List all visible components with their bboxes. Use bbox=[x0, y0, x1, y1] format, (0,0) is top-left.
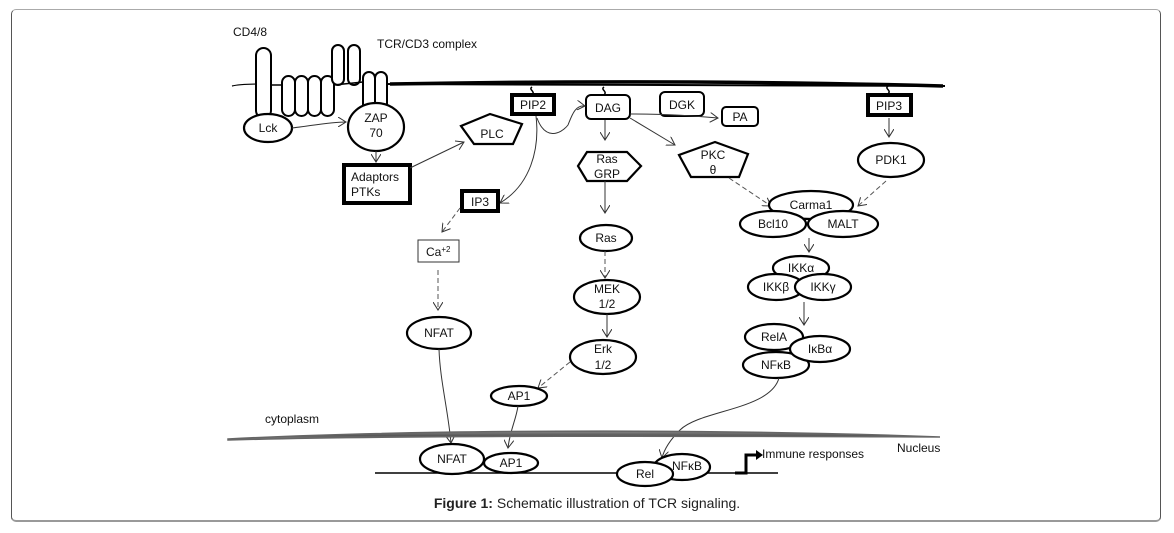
figure-caption: Figure 1: Schematic illustration of TCR … bbox=[0, 495, 1174, 511]
adaptors-ptks-box bbox=[342, 163, 412, 205]
pip2-label: PIP2 bbox=[520, 98, 546, 112]
ip3-box bbox=[460, 189, 500, 213]
pkc-label-line1: PKC bbox=[701, 148, 726, 162]
calcium-box bbox=[417, 239, 460, 263]
erk-label-line2: 1/2 bbox=[595, 358, 612, 372]
nfkb-label: NFκB bbox=[761, 358, 791, 372]
cytoplasm-label: cytoplasm bbox=[265, 412, 319, 426]
adaptors-label-line2: PTKs bbox=[351, 185, 380, 199]
arrow-ap1-nucleus bbox=[508, 405, 519, 448]
ikk-gamma-label: IKKγ bbox=[810, 280, 835, 294]
arrow-pip2-ip3 bbox=[500, 115, 538, 203]
nfkb-node bbox=[741, 350, 811, 380]
plc-label: PLC bbox=[480, 127, 504, 141]
bcl10-node bbox=[738, 209, 808, 239]
dgk-label: DGK bbox=[669, 98, 695, 112]
pa-label: PA bbox=[732, 110, 747, 124]
nfat-label: NFAT bbox=[424, 326, 454, 340]
dag-label: DAG bbox=[595, 101, 621, 115]
nuclear-rel-node bbox=[615, 460, 675, 488]
malt-label: MALT bbox=[827, 217, 859, 231]
pip3-label: PIP3 bbox=[876, 99, 902, 113]
nucleus-label: Nucleus bbox=[897, 441, 940, 455]
mek-label-line2: 1/2 bbox=[599, 297, 616, 311]
caption-text: Schematic illustration of TCR signaling. bbox=[492, 495, 741, 511]
zap70-label-line2: 70 bbox=[369, 126, 383, 140]
pip3-anchor bbox=[886, 85, 890, 95]
rasgrp-node bbox=[576, 150, 643, 183]
figure-frame bbox=[11, 9, 1161, 522]
arrow-pip2-dag bbox=[536, 106, 585, 134]
arrow-pdk1-carma1 bbox=[858, 180, 887, 206]
immune-responses-label: Immune responses bbox=[762, 447, 864, 461]
dgk-box bbox=[659, 91, 705, 117]
ikba-label: IκBα bbox=[808, 342, 832, 356]
tcr-complex-label: TCR/CD3 complex bbox=[377, 37, 477, 51]
ikk-gamma-node bbox=[793, 272, 853, 302]
ikk-alpha-label: IKKα bbox=[788, 261, 814, 275]
arrow-nfkb-nucleus bbox=[662, 377, 780, 458]
erk-label-line1: Erk bbox=[594, 342, 613, 356]
arrow-erk-ap1 bbox=[538, 361, 571, 388]
erk-node bbox=[568, 338, 638, 376]
tcr-cd3-complex bbox=[331, 44, 388, 121]
ap1-label: AP1 bbox=[508, 389, 531, 403]
pa-box bbox=[721, 106, 759, 127]
dag-box bbox=[585, 94, 631, 120]
pdk1-node bbox=[856, 141, 926, 179]
nuclear-nfat-node bbox=[418, 442, 486, 476]
carma1-label: Carma1 bbox=[790, 198, 833, 212]
rela-label: RelA bbox=[761, 330, 787, 344]
ikba-node bbox=[788, 334, 852, 364]
pkc-theta-node bbox=[677, 140, 750, 179]
nuclear-rel-label: Rel bbox=[636, 467, 654, 481]
pkc-label-line2: θ bbox=[710, 163, 717, 177]
ap1-node bbox=[489, 384, 549, 408]
rela-node bbox=[743, 322, 805, 352]
arrow-pkc-carma1 bbox=[728, 177, 771, 206]
ras-node bbox=[578, 223, 634, 253]
cd48-receptor bbox=[255, 47, 335, 119]
arrow-ip3-ca bbox=[442, 207, 461, 232]
nuclear-membrane bbox=[227, 430, 941, 441]
pip2-box bbox=[510, 93, 556, 116]
ip3-label: IP3 bbox=[471, 195, 489, 209]
rasgrp-label-line1: Ras bbox=[596, 152, 617, 166]
cd48-label: CD4/8 bbox=[233, 25, 267, 39]
rasgrp-label-line2: GRP bbox=[594, 167, 620, 181]
lck-label: Lck bbox=[259, 121, 279, 135]
bcl10-label: Bcl10 bbox=[758, 217, 788, 231]
arrow-lck-zap70 bbox=[291, 122, 346, 129]
arrow-dag-pkc bbox=[629, 117, 675, 145]
plc-node bbox=[459, 112, 524, 146]
dag-anchor bbox=[602, 86, 606, 96]
transcription-arrowhead-icon bbox=[756, 450, 763, 460]
nuclear-nfat-label: NFAT bbox=[437, 452, 467, 466]
adaptors-label-line1: Adaptors bbox=[351, 170, 399, 184]
arrow-dag-pa bbox=[629, 114, 718, 118]
mek-label-line1: MEK bbox=[594, 282, 620, 296]
pdk1-label: PDK1 bbox=[875, 153, 907, 167]
nuclear-nfkb-label: NFκB bbox=[672, 459, 702, 473]
pip3-box bbox=[866, 93, 913, 117]
arrow-adaptors-plc bbox=[409, 142, 464, 169]
figure-number: Figure 1: bbox=[433, 495, 493, 511]
nuclear-ap1-node bbox=[482, 451, 540, 475]
malt-node bbox=[806, 209, 880, 239]
zap70-label-line1: ZAP bbox=[364, 111, 387, 125]
arrow-nfat-nucleus bbox=[438, 348, 451, 443]
ras-label: Ras bbox=[595, 231, 616, 245]
transcription-start-icon bbox=[735, 453, 756, 475]
ikk-beta-label: IKKβ bbox=[763, 280, 789, 294]
calcium-label: Ca+2 bbox=[426, 245, 451, 259]
nuclear-ap1-label: AP1 bbox=[500, 456, 523, 470]
